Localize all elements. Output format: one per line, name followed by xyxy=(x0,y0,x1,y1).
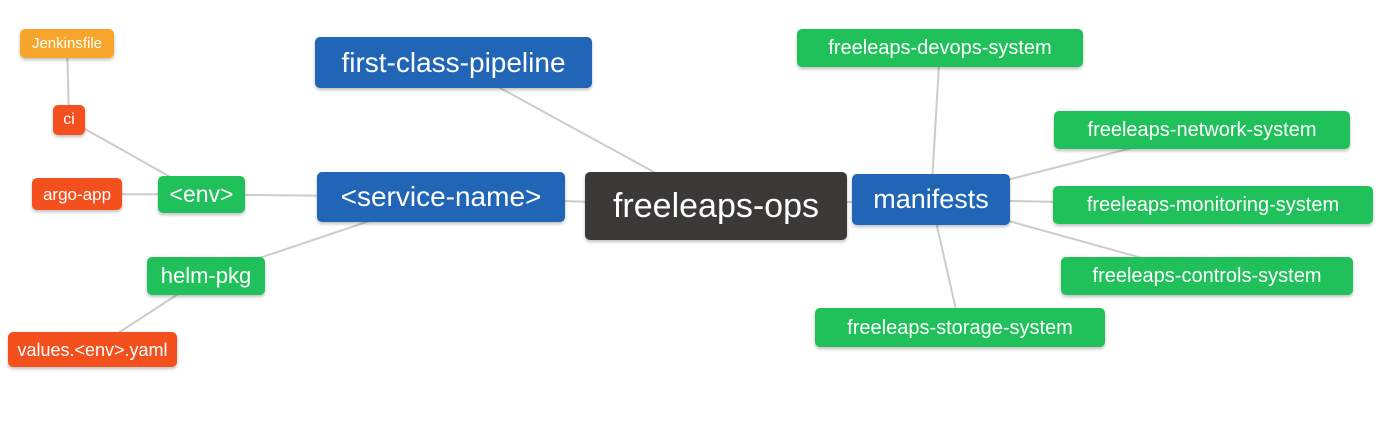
node-freeleaps-devops-system[interactable]: freeleaps-devops-system xyxy=(797,29,1083,67)
node-values-env-yaml[interactable]: values.<env>.yaml xyxy=(8,332,177,367)
node-helm-pkg[interactable]: helm-pkg xyxy=(147,257,265,295)
node-ci[interactable]: ci xyxy=(53,105,85,135)
node-freeleaps-storage-system[interactable]: freeleaps-storage-system xyxy=(815,308,1105,347)
node-freeleaps-monitoring-system[interactable]: freeleaps-monitoring-system xyxy=(1053,186,1373,224)
node-manifests[interactable]: manifests xyxy=(852,174,1010,225)
node-freeleaps-network-system[interactable]: freeleaps-network-system xyxy=(1054,111,1350,149)
node-freeleaps-ops[interactable]: freeleaps-ops xyxy=(585,172,847,240)
node-env[interactable]: <env> xyxy=(158,176,245,213)
node-service-name[interactable]: <service-name> xyxy=(317,172,565,222)
node-freeleaps-controls-system[interactable]: freeleaps-controls-system xyxy=(1061,257,1353,295)
node-argo-app[interactable]: argo-app xyxy=(32,178,122,210)
node-first-class-pipeline[interactable]: first-class-pipeline xyxy=(315,37,592,88)
node-jenkinsfile[interactable]: Jenkinsfile xyxy=(20,29,114,58)
